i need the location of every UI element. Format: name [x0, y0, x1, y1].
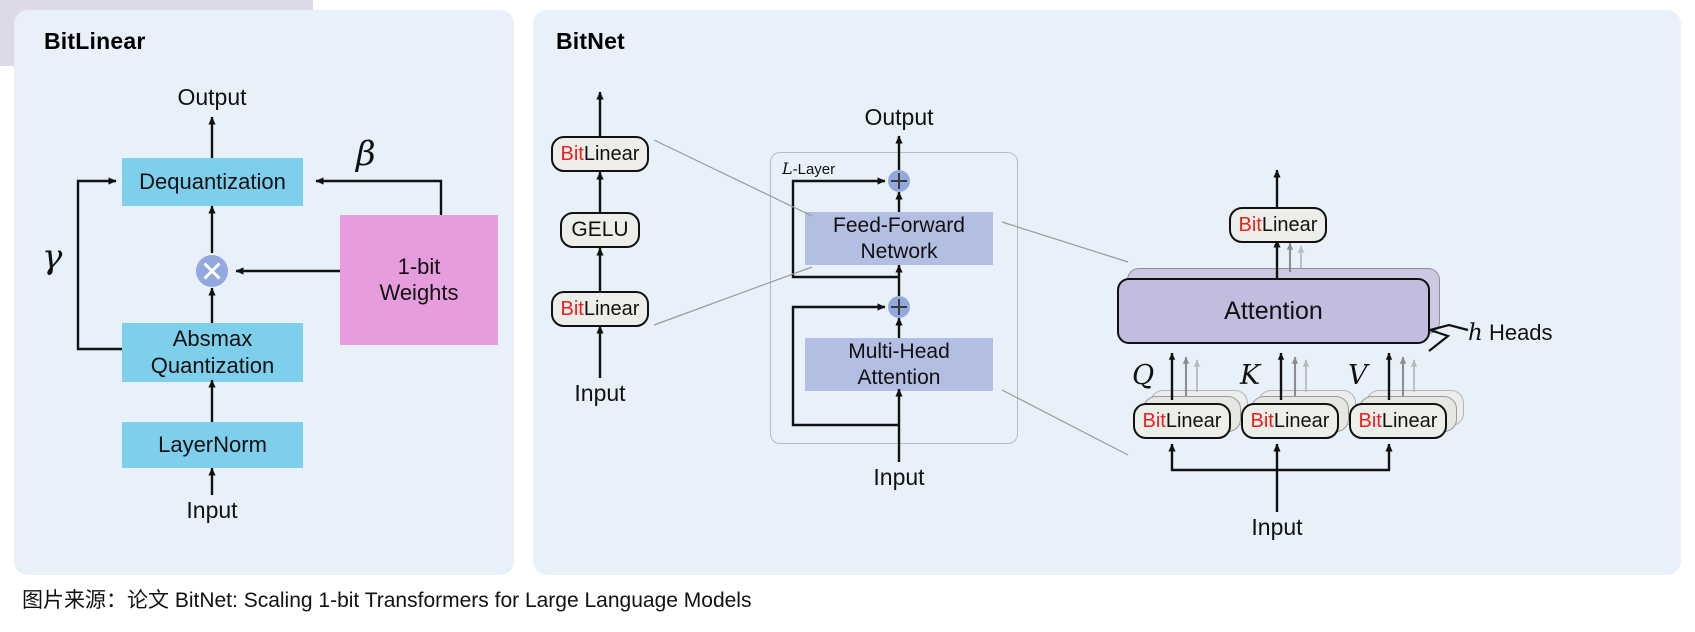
bit-text: Bit: [560, 297, 584, 320]
block-layernorm: LayerNorm: [122, 422, 303, 468]
panel-bitnet: [533, 10, 1681, 575]
bit-text: Bit: [1358, 409, 1382, 432]
absmax-line-2: Quantization: [150, 352, 275, 378]
linear-text: Linear: [1261, 213, 1318, 236]
figure-caption: 图片来源：论文 BitNet: Scaling 1-bit Transforme…: [22, 589, 752, 612]
ffn-line-1: Feed-Forward: [833, 214, 965, 238]
linear-text: Linear: [1381, 409, 1438, 432]
multiply-icon: [203, 262, 221, 280]
bit-text: Bit: [1238, 213, 1262, 236]
h-heads-italic-h: h: [1468, 320, 1483, 346]
weights-line-1: 1-bit: [397, 253, 441, 279]
ffn-line-2: Network: [860, 239, 938, 263]
linear-text: Linear: [1273, 409, 1330, 432]
bit-text: Bit: [560, 142, 584, 165]
block-1bit-weights: 1-bit Weights: [340, 215, 498, 345]
block-feed-forward-network: Feed-Forward Network: [805, 212, 993, 265]
multiply-node: [196, 255, 228, 287]
beta-label: β: [356, 134, 376, 174]
bitnet-middle-output-label: Output: [864, 104, 934, 130]
absmax-line-1: Absmax: [172, 326, 253, 352]
block-absmax-quantization: Absmax Quantization: [122, 323, 303, 382]
residual-add-node-top: [888, 170, 910, 192]
pill-gelu[interactable]: GELU: [560, 212, 640, 248]
bitnet-middle-input-label: Input: [873, 464, 925, 490]
linear-text: Linear: [583, 297, 640, 320]
block-dequantization: Dequantization: [122, 158, 303, 206]
block-attention: Attention: [1117, 278, 1430, 344]
block-multi-head-attention: Multi-Head Attention: [805, 338, 993, 391]
bitnet-left-input-label: Input: [574, 380, 626, 406]
bitlinear-input-label: Input: [186, 497, 238, 523]
v-label: V: [1348, 360, 1368, 391]
panel-title-bitnet: BitNet: [556, 28, 625, 54]
bitnet-right-input-label: Input: [1251, 514, 1303, 540]
linear-text: Linear: [1165, 409, 1222, 432]
linear-text: Linear: [583, 142, 640, 165]
mha-line-2: Attention: [857, 365, 941, 389]
plus-icon: [891, 299, 907, 315]
bit-text: Bit: [1142, 409, 1166, 432]
l-layer-badge: L-Layer: [782, 159, 836, 178]
h-heads-text: Heads: [1482, 320, 1553, 345]
panel-title-bitlinear: BitLinear: [44, 28, 146, 54]
q-label: Q: [1132, 360, 1155, 391]
h-heads-label: h Heads: [1468, 320, 1553, 346]
weights-line-2: Weights: [379, 280, 459, 305]
gamma-label: γ: [42, 237, 63, 277]
l-layer-rest: -Layer: [792, 161, 836, 178]
gelu-text: GELU: [571, 218, 629, 241]
residual-add-node-bottom: [888, 296, 910, 318]
l-layer-italic-l: L: [782, 159, 793, 178]
bit-text: Bit: [1250, 409, 1274, 432]
bitlinear-output-label: Output: [177, 84, 247, 110]
k-label: K: [1240, 360, 1261, 391]
mha-line-1: Multi-Head: [848, 340, 950, 364]
plus-icon: [891, 173, 907, 189]
